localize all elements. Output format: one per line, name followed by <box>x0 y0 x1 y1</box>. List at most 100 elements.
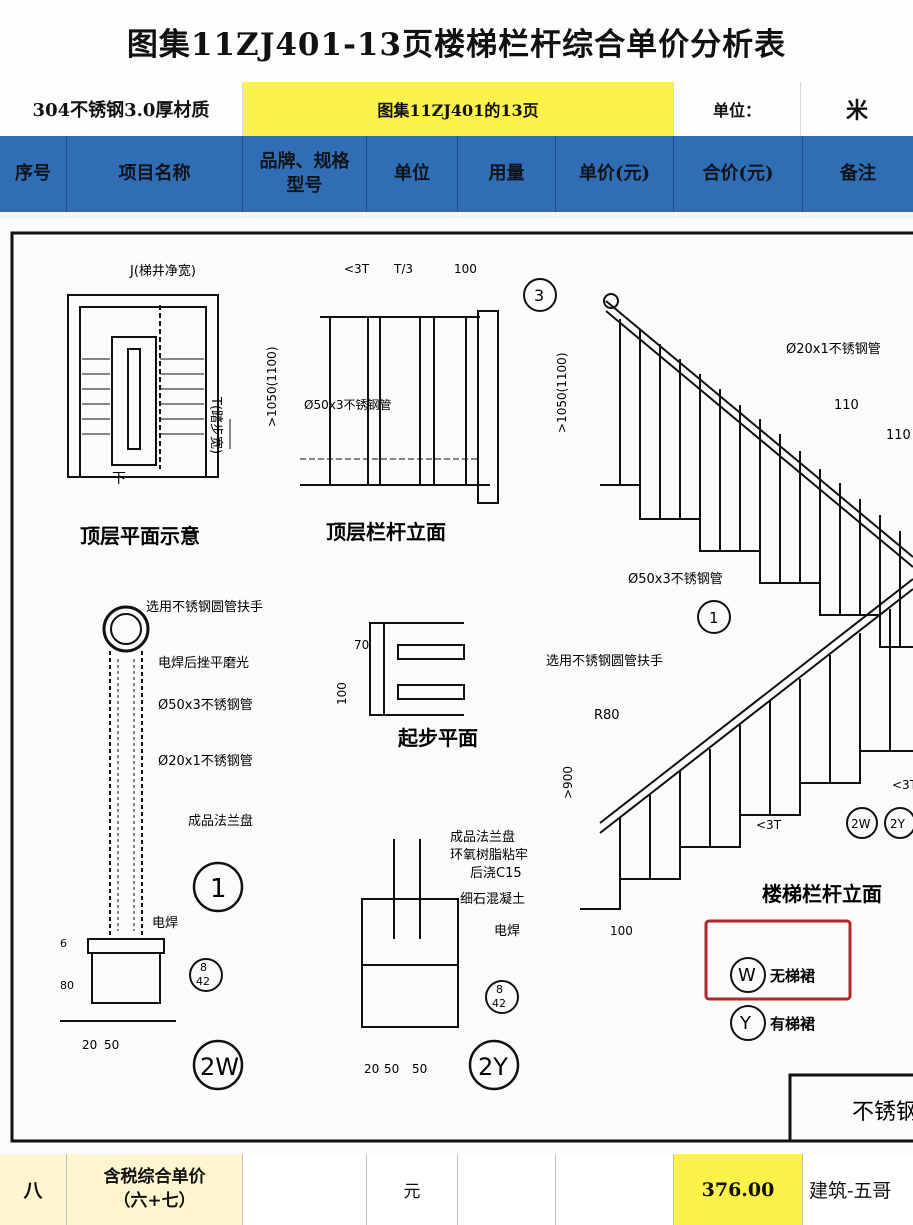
handrail-detail-label: 选用不锈钢圆管扶手 <box>146 600 263 615</box>
footer-row: 八 含税综合单价 （六+七） 元 376.00 建筑-五哥 <box>0 1154 913 1225</box>
detail-8-base-label: 8 <box>496 983 503 996</box>
height-900-label: >900 <box>561 766 575 799</box>
detail-3-marker <box>523 278 557 312</box>
r80-label: R80 <box>594 708 620 723</box>
detail-2y-marker <box>468 1039 520 1091</box>
col-header-total: 合价(元) <box>674 136 803 212</box>
detail-1-small-marker <box>697 600 731 634</box>
title-block <box>788 1073 913 1143</box>
unit-label-cell: 单位： <box>674 82 801 136</box>
handrail-right-label: 选用不锈钢圆管扶手 <box>546 654 663 669</box>
col-header-qty: 用量 <box>458 136 556 212</box>
detail-1-marker <box>192 861 244 913</box>
footer-unit: 元 <box>367 1154 458 1225</box>
weld-polish-label: 电焊后挫平磨光 <box>158 655 249 671</box>
dim-3t-lower: <3T <box>756 818 782 832</box>
footer-name-line2: （六+七） <box>113 1190 196 1211</box>
flange-base-label: 成品法兰盘 <box>450 829 515 845</box>
footer-name-line1: 含税综合单价 <box>103 1166 206 1187</box>
fine-concrete-label: 细石混凝土 <box>460 891 525 907</box>
detail-42-base-label: 42 <box>492 997 506 1010</box>
down-label: 下 <box>112 471 126 487</box>
stair-elevation-caption: 楼梯栏杆立面 <box>762 882 882 906</box>
pipe50-detail-label: Ø50x3不锈钢管 <box>158 698 253 713</box>
dim-3t-top: <3T <box>344 262 370 276</box>
legend-highlight-box <box>704 919 852 1001</box>
detail-2y-number: 2Y <box>478 1053 508 1081</box>
info-row: 304不锈钢3.0厚材质 图集11ZJ401的13页 单位： 米 <box>0 82 913 136</box>
detail-2y-small-marker <box>884 807 913 839</box>
drawing-svg: J(梯井净宽) T(踏步宽) 下 顶层平面示意 >1050(1100) <3T … <box>10 231 913 1143</box>
detail-1-number: 1 <box>210 874 227 904</box>
detail-8-42-marker <box>189 958 223 992</box>
detail-2w-small-label: 2W <box>851 817 871 831</box>
divider <box>0 212 913 219</box>
footer-remark: 建筑-五哥 <box>803 1154 913 1225</box>
title-block-text: 不锈钢 <box>852 1100 913 1125</box>
col-header-remark: 备注 <box>840 162 876 184</box>
pipe20-detail-label: Ø20x1不锈钢管 <box>158 754 253 769</box>
detail-2w-marker <box>192 1039 244 1091</box>
col-header-unit: 单位 <box>367 136 458 212</box>
dim-110-b: 110 <box>886 428 911 443</box>
no-skirt-label: 无梯裙 <box>769 967 815 985</box>
detail-2w-number: 2W <box>200 1053 239 1081</box>
dim-20-label: 20 <box>82 1038 97 1052</box>
page-title: 图集11ZJ401-13页楼梯栏杆综合单价分析表 <box>0 0 913 82</box>
dim-3t-right: <3T <box>892 778 913 792</box>
w-symbol-letter: W <box>738 965 756 986</box>
top-elevation-sketch <box>300 310 499 504</box>
epoxy-label: 环氧树脂粘牢 <box>450 848 528 863</box>
height-1050-label: >1050(1100) <box>265 347 279 428</box>
flange-detail-label: 成品法兰盘 <box>188 813 253 829</box>
detail-2y-small-label: 2Y <box>890 817 906 831</box>
y-symbol <box>730 1005 766 1041</box>
detail-8-label: 8 <box>200 961 207 974</box>
w-symbol <box>730 957 766 993</box>
footer-spec <box>243 1154 367 1225</box>
col-header-no: 序号 <box>0 136 67 212</box>
col-header-spec: 品牌、规格型号 <box>243 136 367 212</box>
dim-100-bottom: 100 <box>610 924 633 938</box>
detail-42-label: 42 <box>196 975 210 988</box>
top-plan-caption: 顶层平面示意 <box>80 524 200 548</box>
stair-elevation-sketch <box>580 293 913 910</box>
dim-50-base-b: 50 <box>412 1062 427 1076</box>
dim-110-a: 110 <box>834 398 859 413</box>
pipe50-short-label: Ø50x3不锈钢管 <box>304 397 391 412</box>
pipe20-right-label: Ø20x1不锈钢管 <box>786 342 881 357</box>
unit-value-cell: 米 <box>801 82 913 136</box>
dim-50-label: 50 <box>104 1038 119 1052</box>
with-skirt-label: 有梯裙 <box>770 1015 815 1033</box>
table-header: 序号 项目名称 品牌、规格型号 单位 用量 单价(元) 合价(元) 备注 <box>0 136 913 212</box>
weld-detail-label: 电焊 <box>152 915 178 931</box>
drawing-frame <box>10 231 913 1143</box>
reference-cell: 图集11ZJ401的13页 <box>243 82 674 136</box>
height-1050-right: >1050(1100) <box>555 353 569 434</box>
detail-8-42-base-marker <box>485 980 519 1014</box>
weld-base-label: 电焊 <box>494 923 520 939</box>
dim-70-label: 70 <box>354 638 369 652</box>
stair-width-label: J(梯井净宽) <box>129 263 196 279</box>
dim-50-base-a: 50 <box>384 1062 399 1076</box>
dim-100t-label: 100 <box>335 682 349 705</box>
footer-qty <box>458 1154 556 1225</box>
pipe50-right-label: Ø50x3不锈钢管 <box>628 572 723 587</box>
y-symbol-letter: Y <box>739 1013 752 1034</box>
start-plan-sketch <box>369 622 465 716</box>
dim-t3-top: T/3 <box>393 262 413 276</box>
start-plan-caption: 起步平面 <box>397 726 478 750</box>
detail-1-small-number: 1 <box>709 609 719 627</box>
dim-6-label: 6 <box>60 937 67 950</box>
detail-2w-small-marker <box>846 807 878 839</box>
footer-name: 含税综合单价 （六+七） <box>67 1154 243 1225</box>
dim-80-label: 80 <box>60 979 74 992</box>
base-detail-sketch <box>361 839 459 1028</box>
footer-total: 376.00 <box>674 1154 803 1225</box>
stair-railing-drawing: J(梯井净宽) T(踏步宽) 下 顶层平面示意 >1050(1100) <3T … <box>0 219 913 1154</box>
post-detail-sketch <box>60 605 176 1022</box>
footer-price <box>556 1154 674 1225</box>
col-header-name: 项目名称 <box>67 136 243 212</box>
detail-3-number: 3 <box>534 286 544 305</box>
col-header-price: 单价(元) <box>556 136 674 212</box>
